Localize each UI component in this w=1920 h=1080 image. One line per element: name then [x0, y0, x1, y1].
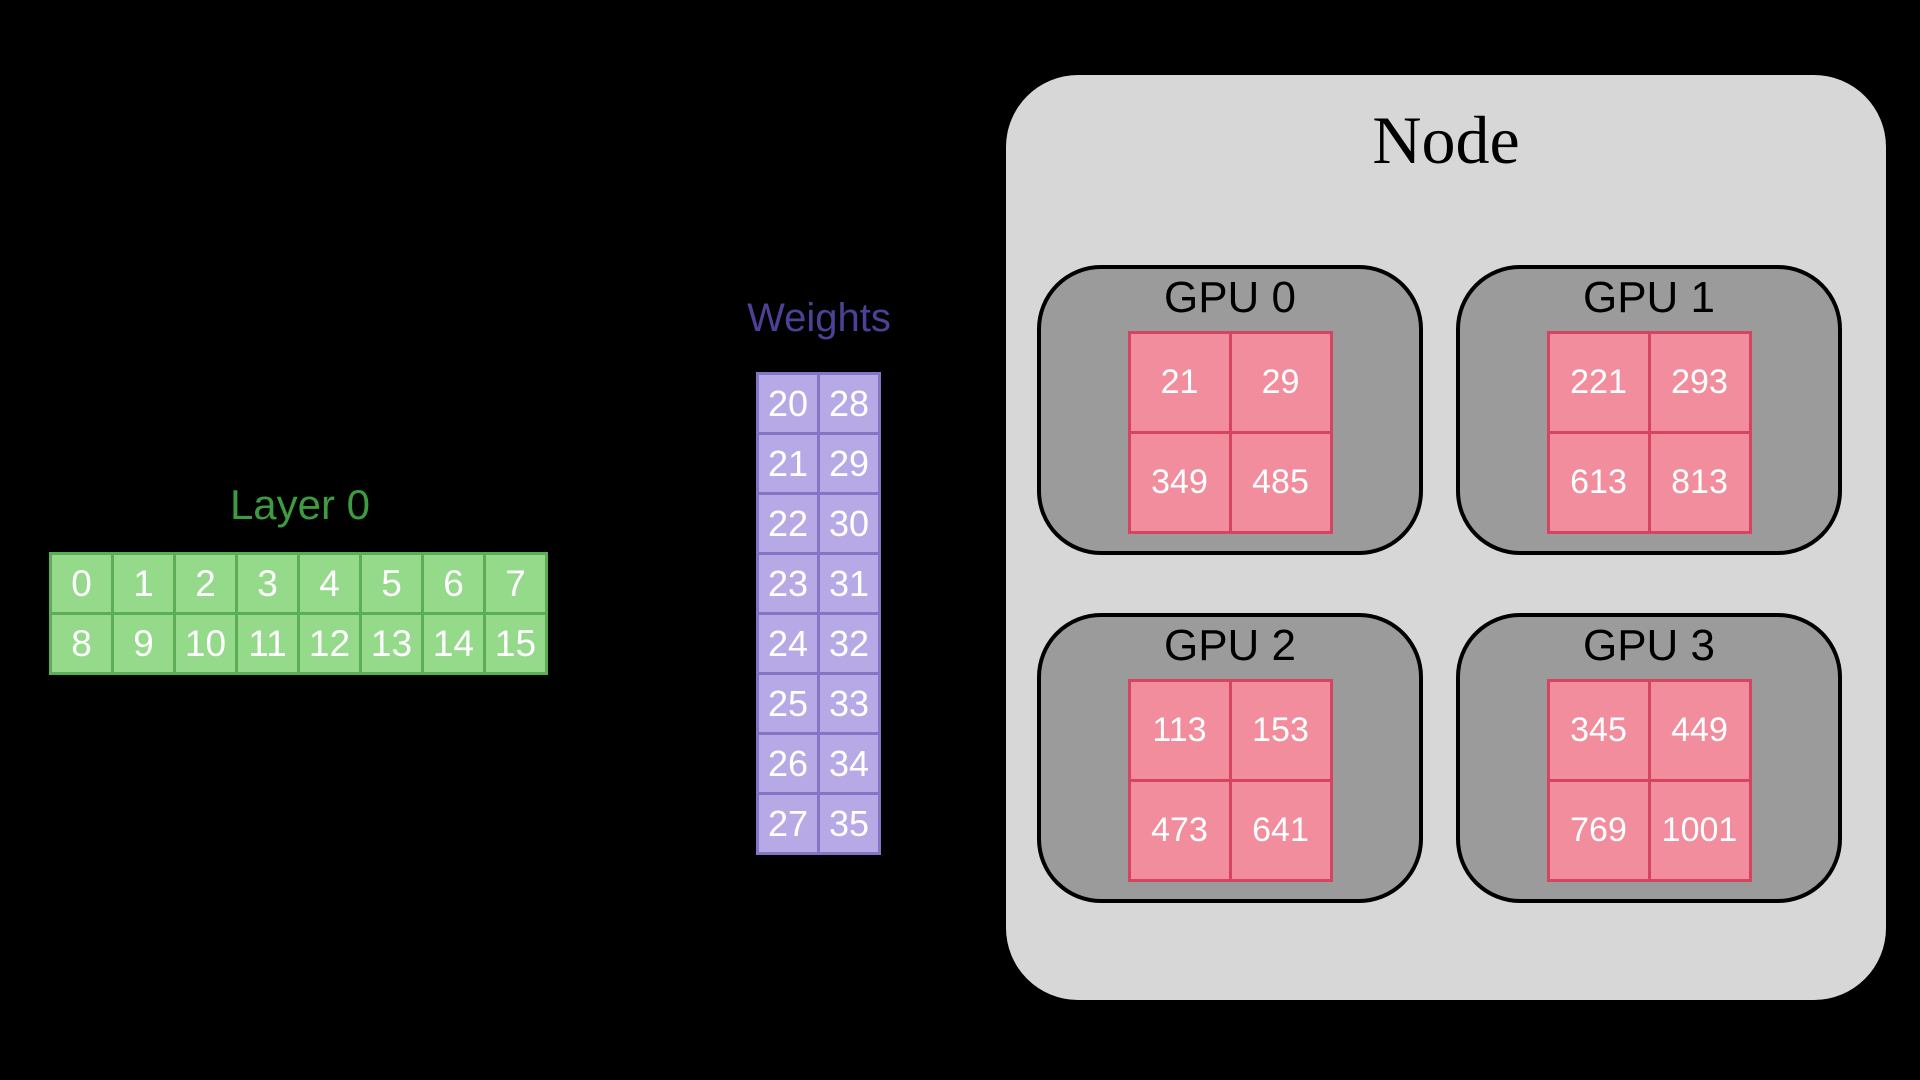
weights-cell: 33	[820, 675, 878, 732]
layer0-title: Layer 0	[229, 481, 371, 528]
gpu-0-cell: 349	[1130, 434, 1229, 531]
layer0-cell: 1	[114, 555, 173, 612]
gpu-1-grid: 221 293 613 813	[1546, 331, 1752, 534]
layer0-cell: 13	[362, 615, 421, 672]
layer0-cell: 5	[362, 555, 421, 612]
layer0-cell: 0	[52, 555, 111, 612]
gpu-3-cell: 345	[1549, 682, 1648, 779]
weights-cell: 26	[759, 735, 817, 792]
layer0-cell: 11	[238, 615, 297, 672]
gpu-box-0: GPU 0 21 29 349 485	[1037, 265, 1423, 555]
gpu-1-title: GPU 1	[1582, 273, 1716, 322]
gpu-box-2: GPU 2 113 153 473 641	[1037, 613, 1423, 903]
gpu-2-grid: 113 153 473 641	[1127, 679, 1333, 882]
gpu-2-cell: 473	[1130, 782, 1229, 879]
weights-cell: 23	[759, 555, 817, 612]
gpu-3-title: GPU 3	[1582, 621, 1716, 670]
layer0-cell: 7	[486, 555, 545, 612]
gpu-1-cell: 813	[1650, 434, 1749, 531]
weights-cell: 25	[759, 675, 817, 732]
layer0-cell: 10	[176, 615, 235, 672]
gpu-0-cell: 29	[1231, 334, 1330, 431]
gpu-1-cell: 613	[1549, 434, 1648, 531]
gpu-0-title: GPU 0	[1163, 273, 1297, 322]
layer0-cell: 3	[238, 555, 297, 612]
weights-cell: 21	[759, 435, 817, 492]
gpu-1-cell: 221	[1549, 334, 1648, 431]
weights-cell: 31	[820, 555, 878, 612]
node-container: Node GPU 0 21 29 349 485 GPU 1 221 293 6…	[1006, 75, 1886, 1000]
layer0-cell: 2	[176, 555, 235, 612]
layer0-cell: 15	[486, 615, 545, 672]
weights-cell: 24	[759, 615, 817, 672]
weights-title: Weights	[747, 296, 891, 340]
layer0-table: 0 1 2 3 4 5 6 7 8 9 10 11 12 13 14 15	[49, 552, 548, 675]
gpu-3-grid: 345 449 769 1001	[1546, 679, 1752, 882]
gpu-1-cell: 293	[1650, 334, 1749, 431]
layer0-cell: 14	[424, 615, 483, 672]
gpu-box-3: GPU 3 345 449 769 1001	[1456, 613, 1842, 903]
gpu-2-cell: 113	[1130, 682, 1229, 779]
gpu-box-1: GPU 1 221 293 613 813	[1456, 265, 1842, 555]
weights-cell: 30	[820, 495, 878, 552]
layer0-cell: 12	[300, 615, 359, 672]
node-title: Node	[1372, 102, 1520, 178]
layer0-cell: 9	[114, 615, 173, 672]
weights-cell: 32	[820, 615, 878, 672]
gpu-2-title: GPU 2	[1163, 621, 1297, 670]
weights-cell: 28	[820, 375, 878, 432]
gpu-3-cell: 769	[1549, 782, 1648, 879]
gpu-3-cell: 449	[1650, 682, 1749, 779]
weights-cell: 34	[820, 735, 878, 792]
weights-cell: 27	[759, 795, 817, 852]
weights-cell: 35	[820, 795, 878, 852]
gpu-0-cell: 485	[1231, 434, 1330, 531]
weights-cell: 29	[820, 435, 878, 492]
gpu-3-cell: 1001	[1650, 782, 1749, 879]
layer0-cell: 6	[424, 555, 483, 612]
layer0-cell: 8	[52, 615, 111, 672]
layer0-cell: 4	[300, 555, 359, 612]
gpu-0-cell: 21	[1130, 334, 1229, 431]
gpu-2-cell: 641	[1231, 782, 1330, 879]
weights-cell: 22	[759, 495, 817, 552]
gpu-0-grid: 21 29 349 485	[1127, 331, 1333, 534]
weights-cell: 20	[759, 375, 817, 432]
weights-table: 20 28 21 29 22 30 23 31 24 32 25 33 26 3…	[756, 372, 881, 855]
gpu-2-cell: 153	[1231, 682, 1330, 779]
